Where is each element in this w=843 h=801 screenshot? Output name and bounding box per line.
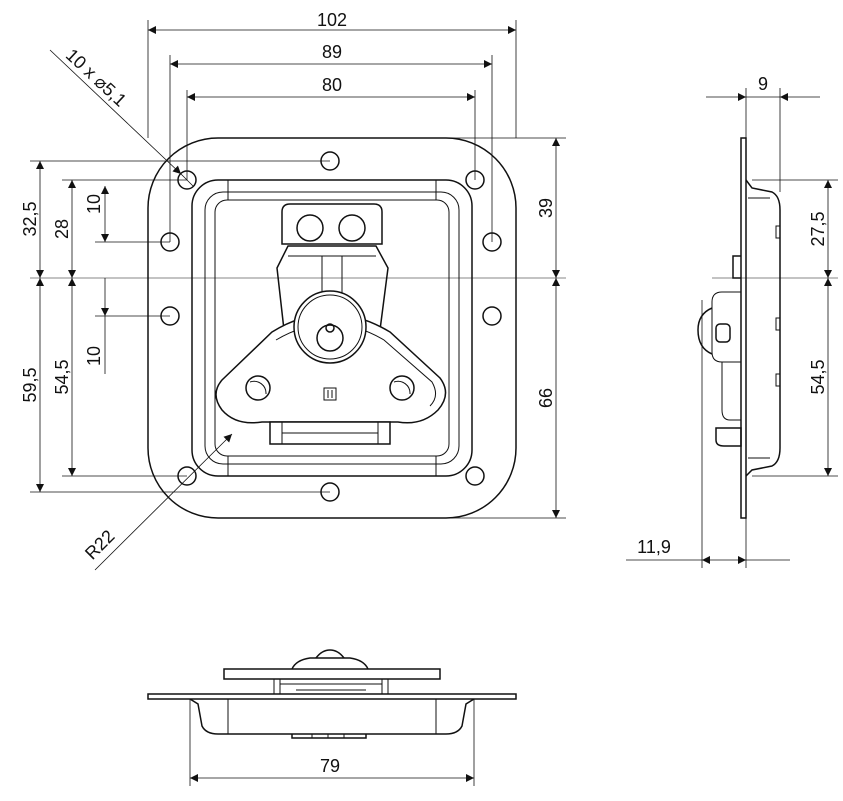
dim-lower-small: 10 — [84, 346, 104, 366]
dim-overall-width: 102 — [317, 10, 347, 30]
dim-lower-inner: 54,5 — [52, 359, 72, 394]
side-dim-upper: 27,5 — [808, 211, 828, 246]
dim-upper-outer: 32,5 — [20, 201, 40, 236]
bottom-view: 79 — [147, 649, 517, 786]
hole-callout-leader-ext — [180, 173, 194, 187]
side-flange-plate — [740, 137, 747, 519]
side-latch-body — [732, 255, 741, 279]
hole-callout-leader — [49, 49, 182, 175]
keeper-hole — [296, 214, 324, 242]
dim-outer-hole-spacing: 89 — [322, 42, 342, 62]
pan-inner-outline — [204, 191, 460, 465]
pan-floor-outline — [214, 199, 450, 457]
bottom-flange-plate — [147, 693, 517, 700]
bottom-dim-width: 79 — [320, 756, 340, 776]
pan-outer-outline — [191, 179, 473, 477]
keeper-hole — [338, 214, 366, 242]
lever-pin — [316, 324, 344, 352]
dim-upper-inner: 28 — [52, 219, 72, 239]
hole-callout: 10 x ⌀5,1 — [62, 45, 130, 111]
side-dim-bottom: 11,9 — [637, 537, 671, 557]
mounting-hole — [482, 306, 502, 326]
latch-mechanism — [215, 203, 447, 445]
keeper-plate — [281, 203, 383, 245]
lock-marking-icon — [323, 387, 337, 401]
radius-callout-leader — [94, 433, 233, 571]
side-dim-lower: 54,5 — [808, 359, 828, 394]
lever-rivet — [245, 375, 271, 401]
lever-hub-inner — [297, 294, 363, 360]
dim-upper-small: 10 — [84, 194, 104, 214]
dimension-lines — [36, 26, 560, 518]
lever-hub — [293, 290, 367, 364]
radius-callout: R22 — [81, 526, 118, 563]
side-dim-depth: 9 — [758, 74, 768, 94]
bottom-keeper-plate — [223, 668, 441, 680]
lever-rivet — [389, 375, 415, 401]
dim-right-lower: 66 — [536, 388, 556, 408]
dim-lower-outer: 59,5 — [20, 367, 40, 402]
side-view: 9 27,5 54,5 11,9 — [626, 74, 838, 568]
bottom-pan-profile — [189, 698, 475, 735]
dim-inner-hole-spacing: 80 — [322, 75, 342, 95]
lever-pin-center — [325, 323, 335, 333]
extension-lines — [30, 20, 566, 519]
front-view: 102 89 80 32,5 28 10 59,5 54,5 10 39 66 … — [20, 10, 566, 571]
mounting-hole — [465, 466, 485, 486]
side-pan-profile — [745, 179, 781, 477]
dim-right-upper: 39 — [536, 198, 556, 218]
